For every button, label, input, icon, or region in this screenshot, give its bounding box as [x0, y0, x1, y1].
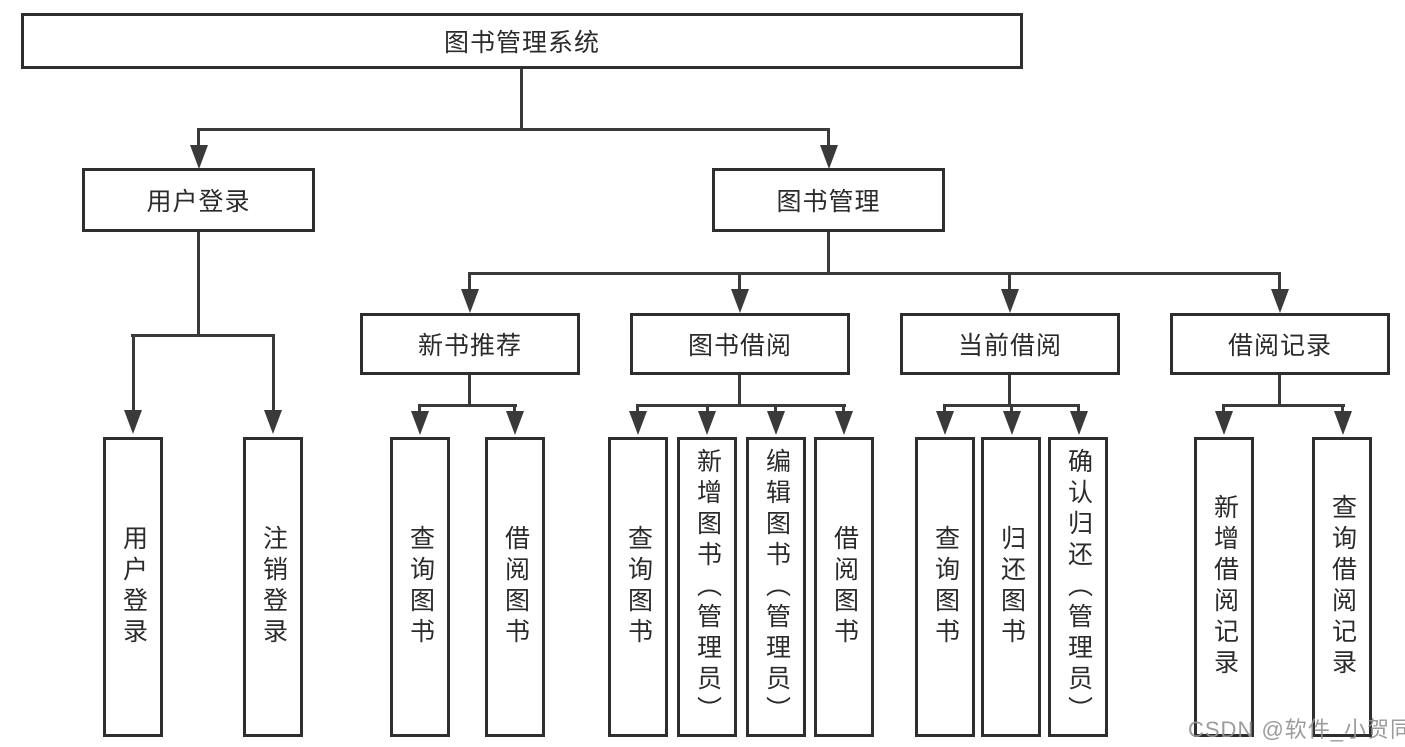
connector-line [1077, 404, 1080, 414]
node-label: 确认归还（管理员） [1064, 447, 1093, 727]
arrowhead-down [820, 145, 838, 169]
arrowhead-down [506, 411, 524, 435]
connector-line [827, 232, 830, 275]
node-label: 用户登录 [146, 188, 251, 216]
connector-line [468, 375, 471, 407]
node-library-management-system: 图书管理系统 [21, 13, 1023, 69]
connector-line [706, 404, 709, 414]
connector-line [197, 128, 830, 131]
leaf-query-books-current: 查询图书 [915, 437, 975, 737]
node-label: 当前借阅 [957, 332, 1062, 360]
arrowhead-down [629, 411, 647, 435]
arrowhead-down [264, 410, 282, 434]
node-book-borrowing: 图书借阅 [630, 313, 850, 375]
arrowhead-down [1001, 289, 1019, 313]
csdn-watermark: CSDN @软件_小贺同学 [1188, 717, 1405, 742]
node-label: 新增图书（管理员） [693, 447, 722, 727]
connector-line [1222, 404, 1225, 414]
connector-line [1008, 272, 1011, 292]
node-label: 查询图书 [931, 525, 960, 649]
node-label: 编辑图书（管理员） [762, 447, 791, 727]
connector-line [468, 272, 471, 292]
connector-line [636, 404, 846, 407]
connector-line [827, 128, 830, 148]
connector-line [468, 272, 1281, 275]
leaf-query-borrow-record: 查询借阅记录 [1312, 437, 1372, 737]
arrowhead-down [767, 411, 785, 435]
node-book-management: 图书管理 [712, 168, 945, 232]
node-user-login: 用户登录 [82, 168, 315, 232]
connector-line [774, 404, 777, 414]
connector-line [738, 272, 741, 292]
node-label: 查询图书 [406, 525, 435, 649]
arrowhead-down [835, 411, 853, 435]
connector-line [513, 404, 516, 414]
arrowhead-down [411, 411, 429, 435]
connector-line [197, 232, 200, 337]
arrowhead-down [461, 289, 479, 313]
connector-line [197, 128, 200, 148]
arrowhead-down [936, 411, 954, 435]
arrowhead-down [698, 411, 716, 435]
leaf-user-login: 用户登录 [103, 437, 163, 737]
connector-line [943, 404, 946, 414]
node-label: 借阅记录 [1227, 332, 1332, 360]
leaf-borrow-books-recommend: 借阅图书 [485, 437, 545, 737]
connector-line [1278, 272, 1281, 292]
leaf-add-borrow-record: 新增借阅记录 [1194, 437, 1254, 737]
connector-line [520, 69, 523, 131]
connector-line [132, 334, 135, 412]
arrowhead-down [1334, 411, 1352, 435]
connector-line [636, 404, 639, 414]
arrowhead-down [1003, 411, 1021, 435]
node-label: 新增借阅记录 [1210, 494, 1239, 680]
connector-line [738, 375, 741, 407]
connector-line [1222, 404, 1345, 407]
connector-line [1341, 404, 1344, 414]
node-current-borrowing: 当前借阅 [900, 313, 1120, 375]
connector-line [272, 334, 275, 412]
arrowhead-down [1070, 411, 1088, 435]
node-label: 用户登录 [119, 525, 148, 649]
leaf-logout: 注销登录 [243, 437, 303, 737]
leaf-query-books-recommend: 查询图书 [390, 437, 450, 737]
leaf-borrow-books: 借阅图书 [814, 437, 874, 737]
node-new-book-recommendation: 新书推荐 [360, 313, 580, 375]
connector-line [1010, 404, 1013, 414]
connector-line [1278, 375, 1281, 407]
node-label: 查询图书 [624, 525, 653, 649]
connector-line [842, 404, 845, 414]
node-label: 查询借阅记录 [1328, 494, 1357, 680]
arrowhead-down [124, 410, 142, 434]
node-label: 归还图书 [997, 525, 1026, 649]
node-label: 图书管理 [776, 188, 881, 216]
arrowhead-down [1215, 411, 1233, 435]
arrowhead-down [731, 289, 749, 313]
node-borrowing-records: 借阅记录 [1170, 313, 1390, 375]
leaf-edit-book-admin: 编辑图书（管理员） [746, 437, 806, 737]
node-label: 借阅图书 [830, 525, 859, 649]
connector-line [131, 334, 275, 337]
leaf-query-books-borrow: 查询图书 [608, 437, 668, 737]
connector-line [418, 404, 421, 414]
leaf-confirm-return-admin: 确认归还（管理员） [1048, 437, 1108, 737]
node-label: 注销登录 [259, 525, 288, 649]
leaf-return-books: 归还图书 [981, 437, 1041, 737]
connector-line [418, 404, 517, 407]
node-label: 图书管理系统 [443, 29, 600, 57]
node-label: 新书推荐 [417, 332, 522, 360]
connector-line [1008, 375, 1011, 407]
arrowhead-down [1271, 289, 1289, 313]
node-label: 图书借阅 [687, 332, 792, 360]
arrowhead-down [190, 145, 208, 169]
leaf-add-book-admin: 新增图书（管理员） [677, 437, 737, 737]
node-label: 借阅图书 [501, 525, 530, 649]
